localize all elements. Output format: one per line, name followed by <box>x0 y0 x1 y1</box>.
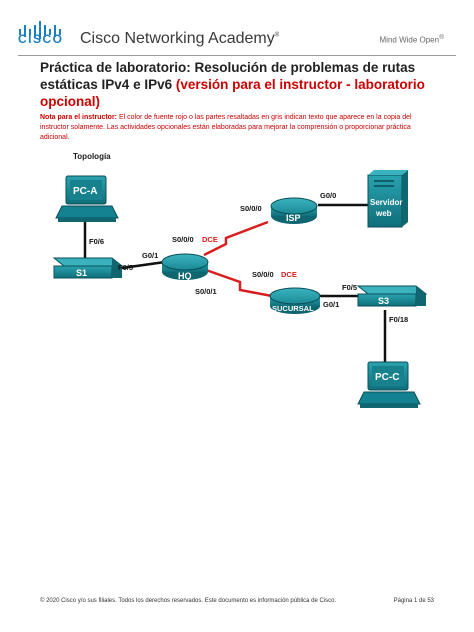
port-sucursal-hq: S0/0/0 <box>252 270 274 279</box>
sucursal-router: SUCURSAL <box>269 287 321 314</box>
port-labels: F0/6 F0/5 G0/1 S0/0/0 S0/0/0 G0/0 S0/0/1… <box>89 191 408 324</box>
port-s3-pcc: F0/18 <box>389 315 408 324</box>
web-server-device: Servidor web <box>367 170 408 228</box>
server-label-line2: web <box>375 209 392 218</box>
server-label-line1: Servidor <box>370 198 402 207</box>
isp-router: ISP <box>270 197 318 224</box>
cisco-wordmark: CISCO <box>18 32 64 46</box>
ethernet-links <box>83 203 387 362</box>
s3-label: S3 <box>378 296 389 306</box>
dce-hq-isp: DCE <box>202 235 218 244</box>
port-pca-s1: F0/6 <box>89 237 104 246</box>
academy-name: Cisco Networking Academy® <box>80 30 280 47</box>
isp-label: ISP <box>286 213 301 223</box>
dce-sucursal: DCE <box>281 270 297 279</box>
tagline: Mind Wide Open® <box>379 34 445 45</box>
header-divider <box>18 55 456 56</box>
footer-page-number: Página 1 de 53 <box>393 598 434 604</box>
lab-title: Práctica de laboratorio: Resolución de p… <box>40 59 435 110</box>
link-s1-hq <box>114 260 166 271</box>
s1-switch: S1 <box>52 257 124 279</box>
dce-labels: DCE DCE <box>202 235 297 279</box>
lab-title-instructor-version: (versión para el instructor - laboratori… <box>40 77 425 109</box>
port-hq-sucursal: S0/0/1 <box>195 287 217 296</box>
serial-link-hq-isp <box>203 220 269 257</box>
pc-c-device: PC-C <box>357 361 421 408</box>
instructor-note-text: El color de fuente rojo o las partes res… <box>40 114 412 141</box>
lab-title-main: Práctica de laboratorio: Resolución de p… <box>40 60 416 92</box>
topology-heading: Topología <box>73 152 111 161</box>
port-isp-hq: S0/0/0 <box>240 204 262 213</box>
instructor-note-label: Nota para el instructor: <box>40 114 118 121</box>
hq-label: HQ <box>178 271 192 281</box>
sucursal-label: SUCURSAL <box>272 304 314 313</box>
port-s1-hq: F0/5 <box>118 263 133 272</box>
serial-link-hq-sucursal <box>205 268 273 298</box>
cisco-logo-bars-icon <box>19 21 61 39</box>
pc-a-device: PC-A <box>55 175 119 222</box>
s3-switch: S3 <box>356 285 428 307</box>
port-sucursal-s3: G0/1 <box>323 300 339 309</box>
port-isp-server: G0/0 <box>320 191 336 200</box>
s1-label: S1 <box>76 268 87 278</box>
page-header: CISCO Cisco Networking Academy® Mind Wid… <box>0 0 474 58</box>
footer-copyright: © 2020 Cisco y/o sus filiales. Todos los… <box>40 598 337 604</box>
pc-a-label: PC-A <box>73 186 97 197</box>
instructor-note: Nota para el instructor: El color de fue… <box>40 113 435 143</box>
pc-c-label: PC-C <box>375 372 399 383</box>
port-s3-sucursal: F0/5 <box>342 283 357 292</box>
port-hq-isp: S0/0/0 <box>172 235 194 244</box>
hq-router: HQ <box>161 253 209 281</box>
port-hq-s1: G0/1 <box>142 251 158 260</box>
